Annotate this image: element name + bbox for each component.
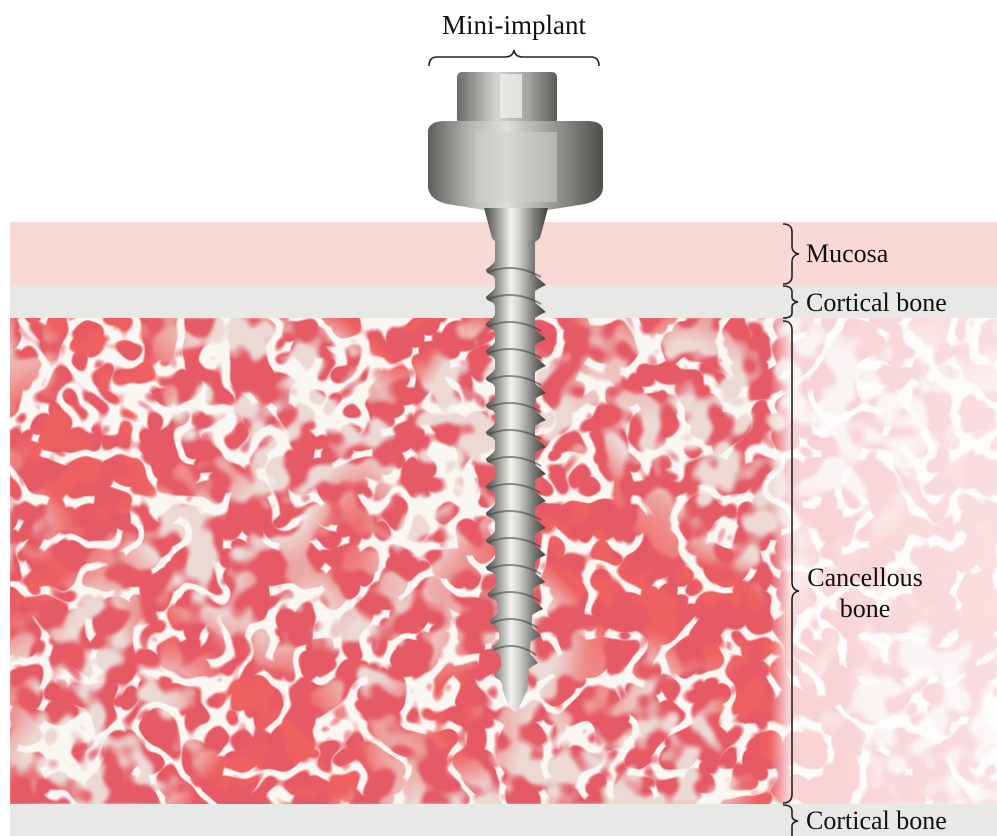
cancellous-bone-label-line1: Cancellous (790, 562, 940, 593)
mini-implant-label: Mini-implant (0, 12, 997, 39)
mini-implant-bracket (429, 50, 599, 66)
cortical-bone-top-label: Cortical bone (806, 290, 947, 316)
cortical-bone-bottom-label: Cortical bone (806, 808, 947, 834)
cancellous-bone-label-line2: bone (790, 593, 940, 624)
cancellous-bone-label: Cancellous bone (790, 562, 940, 624)
mucosa-label: Mucosa (806, 241, 888, 267)
